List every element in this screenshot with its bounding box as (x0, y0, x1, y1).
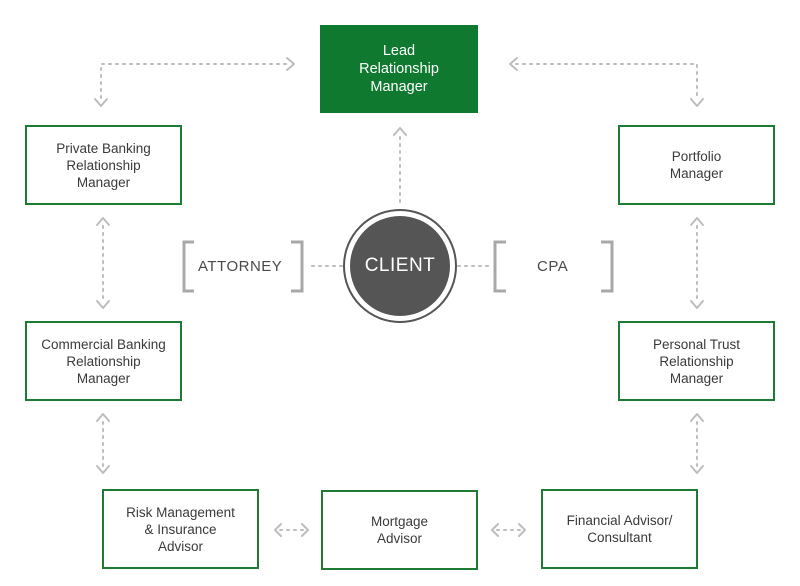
cpa-label: CPA (537, 258, 569, 275)
arrowhead-commercial-bottom (96, 413, 110, 422)
bracket-attorney-left (182, 240, 194, 293)
personal-trust-label: Personal Trust Relationship Manager (652, 336, 741, 386)
arrowhead-portfolio-top (690, 98, 704, 107)
financial-advisor-label: Financial Advisor/ Consultant (566, 513, 673, 545)
attorney-label: ATTORNEY (198, 258, 283, 275)
personal-trust-box[interactable]: Personal Trust Relationship Manager (618, 321, 775, 401)
bracket-cpa-left (493, 240, 506, 293)
commercial-banking-label: Commercial Banking Relationship Manager (41, 336, 166, 386)
client-label: CLIENT (364, 255, 436, 276)
portfolio-manager-box[interactable]: Portfolio Manager (618, 125, 775, 205)
arrowhead-financial-top (690, 465, 704, 474)
risk-management-box[interactable]: Risk Management & Insurance Advisor (102, 489, 259, 569)
arrowhead-commercial-top (96, 300, 110, 309)
arrowhead-lead-bottom (393, 127, 407, 136)
connector-lead-portfolio (515, 63, 698, 99)
bracket-attorney-right (291, 240, 304, 293)
private-banking-label: Private Banking Relationship Manager (56, 140, 151, 190)
client-circle (350, 216, 450, 316)
arrowhead-risk-top (96, 465, 110, 474)
arrowhead-mortgage-left (301, 523, 309, 537)
lead-relationship-manager-label: Lead Relationship Manager (359, 43, 439, 95)
arrowhead-trust-top (690, 300, 704, 309)
mortgage-advisor-label: Mortgage Advisor (370, 514, 429, 546)
arrowhead-risk-right (274, 523, 282, 537)
arrowhead-private-bottom (96, 217, 110, 226)
arrowhead-financial-left (518, 523, 526, 537)
arrowhead-portfolio-bottom (690, 217, 704, 226)
bracket-cpa-right (601, 240, 614, 293)
mortgage-advisor-box[interactable]: Mortgage Advisor (321, 490, 478, 570)
portfolio-manager-label: Portfolio Manager (669, 149, 724, 181)
risk-management-label: Risk Management & Insurance Advisor (126, 504, 235, 554)
lead-relationship-manager-box[interactable]: Lead Relationship Manager (320, 25, 478, 113)
arrowhead-lead-left (286, 57, 295, 71)
arrowhead-mortgage-right (491, 523, 499, 537)
financial-advisor-box[interactable]: Financial Advisor/ Consultant (541, 489, 698, 569)
arrowhead-trust-bottom (690, 413, 704, 422)
private-banking-box[interactable]: Private Banking Relationship Manager (25, 125, 182, 205)
connector-private-lead (100, 63, 289, 99)
arrowhead-lead-right (509, 57, 518, 71)
arrowhead-private-top (94, 98, 108, 107)
commercial-banking-box[interactable]: Commercial Banking Relationship Manager (25, 321, 182, 401)
